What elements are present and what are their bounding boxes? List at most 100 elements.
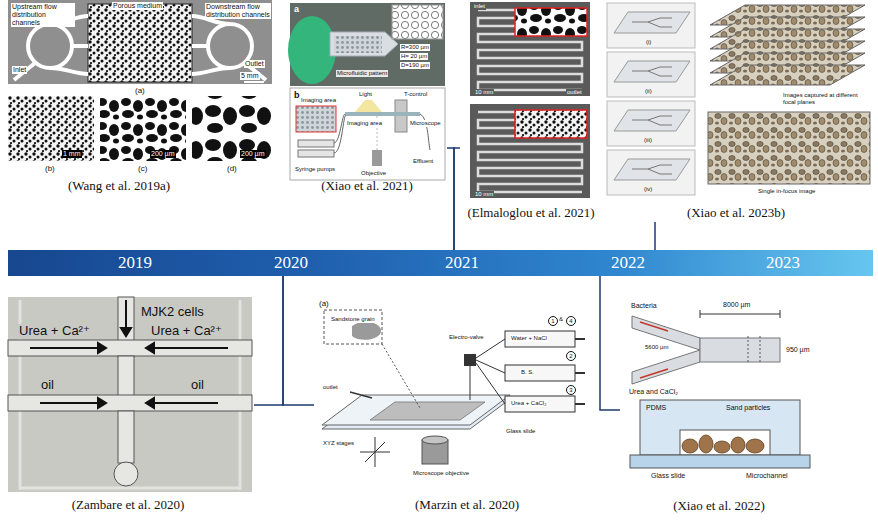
figure-label: 200 µm (150, 150, 176, 158)
wang-figure (100, 96, 186, 161)
xiao-2021-figure (298, 150, 334, 157)
figure-label: 8000 µm (722, 301, 751, 309)
figure-label: Urea + CaCl₂ (510, 400, 548, 407)
figure-label: oil (40, 378, 55, 393)
elmaloglou-figure (515, 8, 587, 36)
xiao-2022-figure (699, 435, 713, 453)
figure-label: Downstream flow distribution channels (205, 3, 271, 19)
figure-label: (a) (318, 299, 330, 308)
figure-label: & (558, 316, 564, 323)
timeline-connector (454, 148, 460, 250)
figure-label: B. S. (520, 369, 535, 376)
figure-label: PDMS (645, 404, 667, 412)
zambare-figure (121, 328, 131, 336)
figure-label: Urea + Ca²⁺ (18, 324, 91, 339)
figure-label: Microscope (409, 120, 442, 127)
citation-caption: (Marzin et al. 2020) (415, 498, 519, 513)
wang-figure (88, 4, 192, 82)
wang-figure (8, 96, 94, 161)
xiao-2022-figure (700, 310, 780, 318)
timeline-connector (654, 222, 656, 250)
citation-caption: (Zambare et al. 2020) (72, 498, 185, 513)
timeline-connector (283, 276, 314, 405)
figure-label: oil (190, 378, 205, 393)
marzin-figure (505, 331, 575, 347)
figure-label: (d) (226, 164, 238, 173)
figure-label: Sandstone grain (330, 316, 376, 323)
xiao-2022-figure (746, 439, 764, 453)
zambare-figure (30, 300, 228, 408)
marzin-figure (422, 436, 448, 444)
xiao-2022-figure (630, 455, 810, 468)
zambare-figure (146, 343, 154, 353)
figure-label: (a) (134, 86, 146, 95)
zambare-figure (8, 297, 252, 492)
xiao-2023b-figure (710, 5, 865, 85)
xiao-2021-figure (392, 5, 443, 39)
marzin-figure (324, 310, 382, 344)
figure-label: (ii) (644, 88, 653, 95)
xiao-2021-figure (296, 106, 336, 132)
figure-label: Microchannel (745, 472, 789, 480)
zambare-figure (8, 297, 252, 486)
zambare-figure (146, 398, 154, 408)
year-label: 2023 (766, 254, 800, 273)
xiao-2022-figure (632, 316, 700, 350)
figure-label: Single in-focus image (757, 188, 816, 195)
elmaloglou-figure (470, 2, 590, 198)
timeline-connector (600, 276, 620, 410)
xiao-2021-figure (355, 100, 382, 112)
figure-label: 5600 µm (644, 344, 669, 351)
marzin-figure (505, 365, 575, 381)
xiao-2022-figure (632, 350, 700, 384)
xiao-2023b-figure (607, 52, 695, 97)
figure-label: R=300 µm (400, 44, 430, 51)
figure-label: (iv) (643, 186, 653, 193)
xiao-2022-figure (748, 336, 760, 364)
xiao-2022-figure (682, 439, 698, 453)
figure-label: Images captured at different focal plane… (782, 92, 872, 106)
xiao-2022-figure (640, 400, 800, 455)
figure-label: Electro-valve (448, 334, 485, 341)
xiao-2022-figure (700, 338, 780, 362)
figure-label: Light (358, 91, 373, 98)
figure-label: Upstream flow distribution channels (11, 3, 75, 27)
zambare-figure (98, 398, 106, 408)
zambare-figure (8, 297, 252, 492)
zambare-figure (125, 300, 127, 328)
xiao-2021-figure (288, 3, 445, 180)
marzin-figure (505, 331, 575, 412)
marzin-figure (322, 395, 510, 425)
wang-figure (8, 0, 272, 84)
marzin-figure (322, 310, 585, 467)
marzin-figure (370, 402, 485, 420)
year-label: 2020 (274, 254, 308, 273)
figure-label: Imaging area (300, 97, 337, 104)
figure-label: Glass slide (650, 472, 686, 480)
citation-caption: (Xiao et al. 2023b) (687, 206, 785, 221)
zambare-figure (30, 347, 98, 349)
figure-label: Urea and CaCl₂ (628, 388, 679, 396)
figure-label: Effluent (412, 158, 434, 165)
figure-label: a (293, 4, 300, 14)
figure-label: (i) (645, 39, 652, 46)
xiao-2023b-figure (607, 3, 695, 48)
elmaloglou-figure (470, 104, 590, 198)
figure-label: 5 mm (240, 72, 260, 80)
zambare-figure (154, 347, 228, 349)
figure-label: (iii) (643, 137, 653, 144)
figure-label: Outlet (244, 60, 265, 68)
wang-figure (28, 24, 72, 68)
timeline-connector (254, 276, 283, 405)
timeline-band: 20192020202120222023 (8, 250, 873, 276)
figure-label: 2 (566, 351, 576, 361)
figure-label: Inlet (12, 66, 27, 74)
zambare-figure (118, 411, 134, 463)
figure-label: 4 (566, 316, 576, 326)
wang-figure (192, 96, 272, 161)
figure-label: Glass slide (505, 428, 536, 435)
figure-label: 3 (566, 385, 576, 395)
figure-label: XYZ stages (322, 440, 355, 447)
marzin-figure (505, 396, 575, 412)
timeline-connector (447, 148, 454, 250)
